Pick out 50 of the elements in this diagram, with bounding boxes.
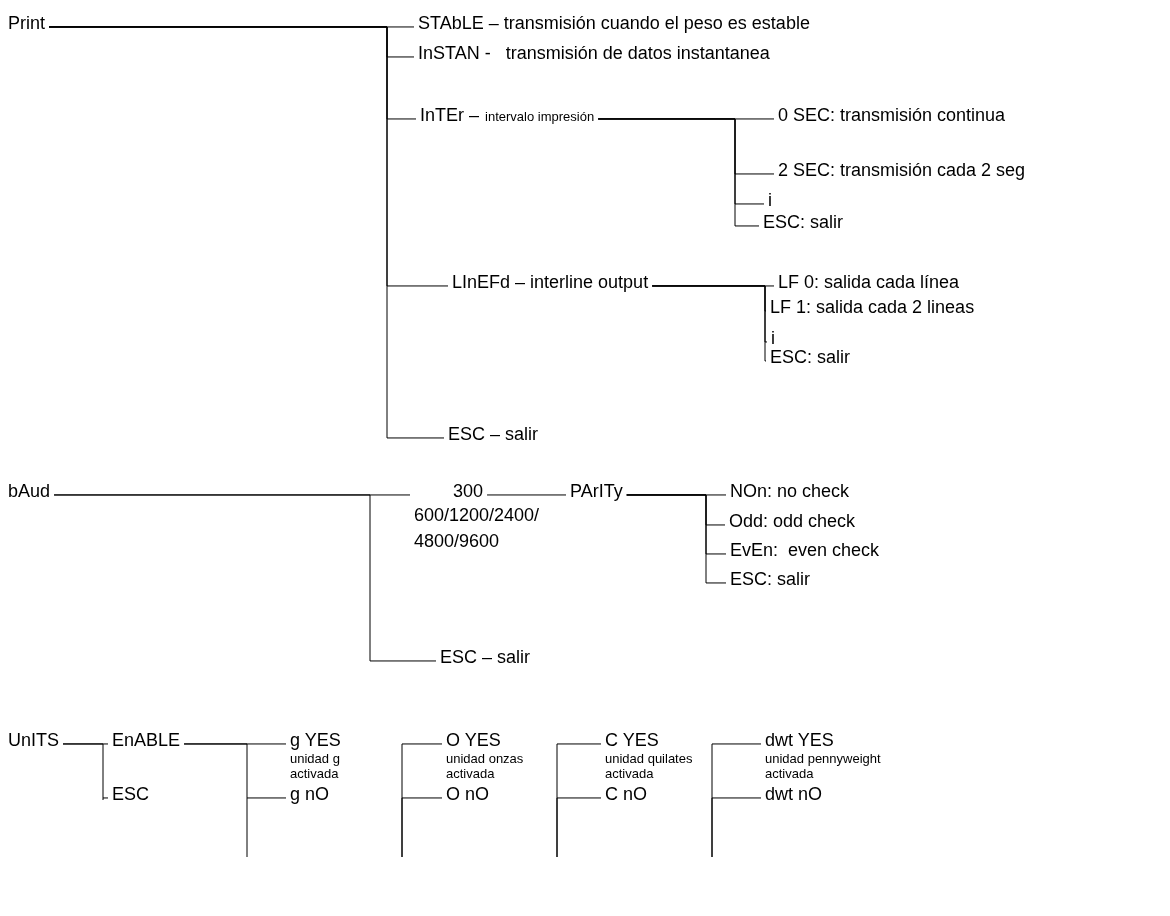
menu-option-text: ESC – salir: [448, 423, 539, 445]
menu-option-text: bAud: [8, 480, 51, 502]
menu-option-text: dwt YES: [765, 729, 834, 751]
menu-option-text: 300: [452, 480, 484, 502]
menu-option-text: ESC: salir: [730, 568, 810, 590]
menu-option-text: 2 SEC: transmisión cada 2 seg: [778, 159, 1026, 181]
option-description: unidad quilates activada: [605, 751, 694, 781]
menu-option-text: g YES: [290, 729, 341, 751]
menu-option-text: Print: [8, 12, 45, 34]
menu-option-text: C nO: [605, 783, 647, 805]
menu-option-text: g nO: [290, 783, 330, 805]
menu-option-text: ESC: salir: [770, 346, 850, 368]
connector-line: [556, 797, 602, 858]
connector-line: [62, 743, 109, 799]
menu-option-text: LF 0: salida cada línea: [778, 271, 960, 293]
connector-line: [401, 797, 443, 858]
menu-option-text: UnITS: [8, 729, 59, 751]
connector-line: [486, 494, 567, 496]
menu-option-text: dwt nO: [765, 783, 823, 805]
menu-option-text: InSTAN - transmisión de datos instantanea: [418, 42, 770, 64]
menu-option-text: EvEn: even check: [730, 539, 880, 561]
menu-option-text: O YES: [446, 729, 501, 751]
menu-option-text: PArITy: [570, 480, 623, 502]
menu-option-text: i: [771, 327, 775, 349]
menu-option-text: ESC: [112, 783, 149, 805]
option-description: unidad pennyweight activada: [765, 751, 882, 781]
connector-line: [711, 797, 762, 858]
option-description: unidad onzas activada: [446, 751, 525, 781]
option-description: unidad g activada: [290, 751, 341, 781]
menu-option-text: O nO: [446, 783, 489, 805]
menu-option-text: C YES: [605, 729, 659, 751]
menu-option-text: InTEr –: [420, 104, 480, 126]
connector-line: [626, 494, 727, 584]
menu-option-text: STAbLE – transmisión cuando el peso es estable: [418, 12, 810, 34]
connector-line: [48, 26, 445, 439]
menu-option-text: i: [768, 189, 772, 211]
connector-line: [53, 494, 437, 662]
menu-option-text: Odd: odd check: [729, 510, 856, 532]
menu-option-text: EnABLE: [112, 729, 181, 751]
connector-line: [651, 285, 767, 362]
option-description: intervalo impresión: [485, 109, 595, 124]
menu-option-text: NOn: no check: [730, 480, 850, 502]
menu-option-text: 0 SEC: transmisión continua: [778, 104, 1006, 126]
option-description: 600/1200/2400/ 4800/9600: [414, 504, 541, 553]
menu-option-text: ESC – salir: [440, 646, 531, 668]
menu-option-text: LInEFd – interline output: [452, 271, 649, 293]
menu-option-text: ESC: salir: [763, 211, 843, 233]
menu-option-text: LF 1: salida cada 2 lineas: [770, 296, 975, 318]
connector-line: [597, 118, 760, 227]
connector-line: [183, 743, 287, 799]
